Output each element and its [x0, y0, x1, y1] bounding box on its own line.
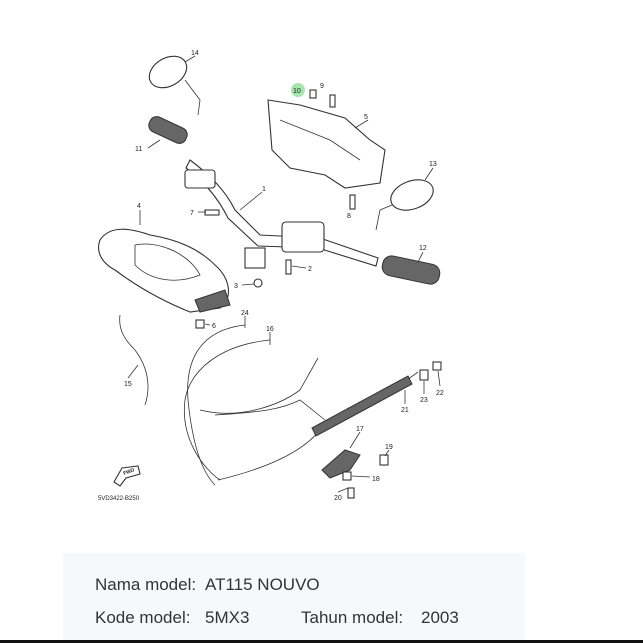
callout-19[interactable]: 19 — [385, 444, 393, 451]
mirror-left — [148, 55, 201, 116]
small-parts — [195, 89, 442, 499]
drawing-code: 5VD3422-B250 — [98, 496, 140, 502]
model-year-label: Tahun model: — [301, 608, 404, 627]
model-name-label: Nama model: — [95, 575, 197, 594]
handlebar-cover-front — [97, 228, 231, 313]
handlebar-cover-rear — [267, 99, 386, 189]
callout-1[interactable]: 1 — [262, 186, 266, 193]
callout-21[interactable]: 21 — [401, 407, 409, 414]
parts-diagram: 1 2 3 4 5 6 7 8 9 10 11 12 13 14 15 16 1… — [97, 50, 444, 502]
handlebar — [184, 159, 379, 269]
highlight-marker — [291, 83, 305, 97]
callout-15[interactable]: 15 — [124, 381, 132, 388]
callout-2[interactable]: 2 — [308, 266, 312, 273]
callout-22[interactable]: 22 — [436, 390, 444, 397]
leader-lines — [127, 55, 441, 493]
callout-4[interactable]: 4 — [137, 203, 141, 210]
grip-right — [381, 255, 441, 285]
callout-11[interactable]: 11 — [135, 146, 142, 153]
model-info-panel: Nama model: AT115 NOUVO Kode model: 5MX3… — [63, 553, 525, 640]
bottom-edge — [0, 640, 643, 643]
model-year-value: 2003 — [421, 608, 459, 627]
callout-8[interactable]: 8 — [347, 213, 351, 220]
callout-numbers: 1 2 3 4 5 6 7 8 9 10 11 12 13 14 15 16 1… — [124, 50, 444, 502]
mirror-right — [375, 179, 434, 231]
callout-10[interactable]: 10 — [293, 88, 301, 95]
cables — [119, 314, 419, 486]
callout-20[interactable]: 20 — [334, 495, 342, 502]
callout-5[interactable]: 5 — [364, 114, 368, 121]
callout-14[interactable]: 14 — [191, 50, 199, 57]
callout-3[interactable]: 3 — [234, 283, 238, 290]
callout-13[interactable]: 13 — [429, 161, 437, 168]
model-code-label: Kode model: — [95, 608, 191, 627]
callout-18[interactable]: 18 — [372, 476, 380, 483]
callout-16[interactable]: 16 — [266, 326, 274, 333]
callout-12[interactable]: 12 — [419, 245, 427, 252]
callout-17[interactable]: 17 — [356, 426, 364, 433]
callout-6[interactable]: 6 — [212, 323, 216, 330]
callout-24[interactable]: 24 — [241, 310, 249, 317]
model-code-value: 5MX3 — [205, 608, 250, 627]
grip-left — [148, 116, 188, 144]
callout-7[interactable]: 7 — [190, 210, 194, 217]
fwd-arrow-icon: FWD — [113, 465, 141, 487]
callout-23[interactable]: 23 — [420, 397, 428, 404]
callout-9[interactable]: 9 — [320, 83, 324, 90]
model-name-value: AT115 NOUVO — [205, 575, 320, 594]
fwd-label: FWD — [123, 467, 136, 477]
